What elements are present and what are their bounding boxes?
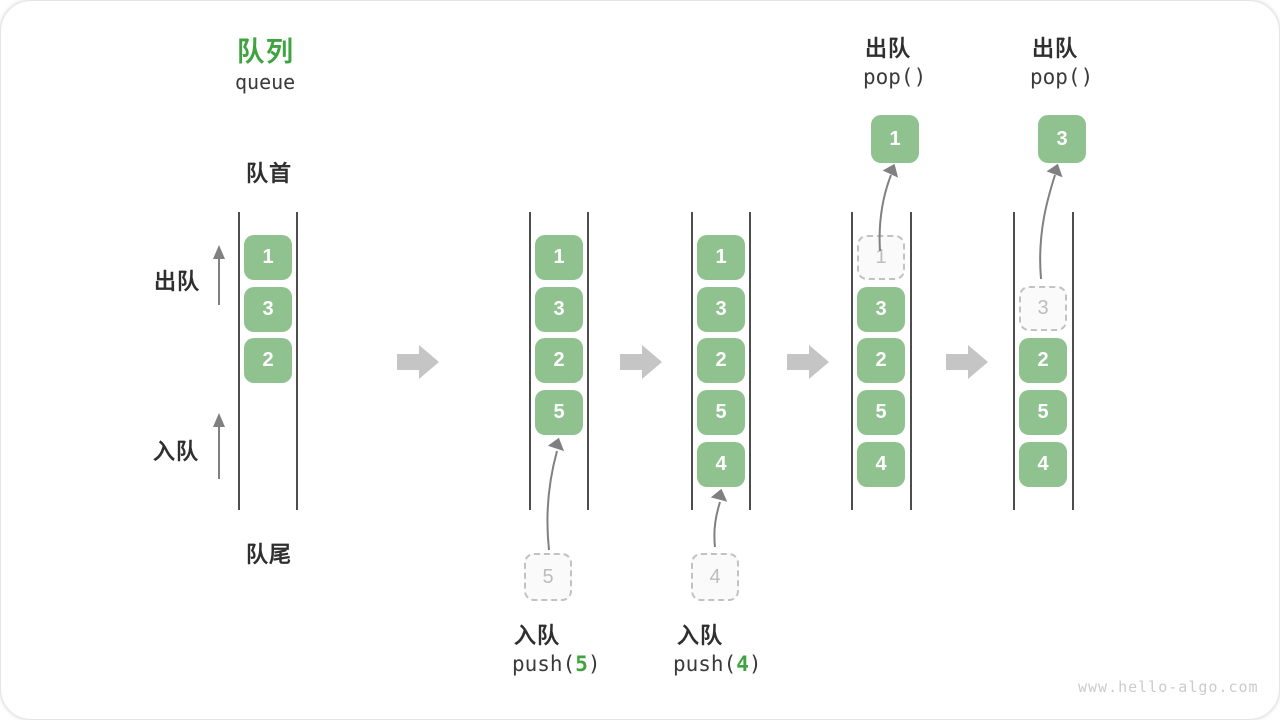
queue-element: 2 [535,338,583,383]
operation-code: push(4) [673,652,762,676]
dequeue-motion-arrow [878,163,899,252]
queue-wall-left [1013,212,1015,510]
queue-element: 3 [535,287,583,332]
queue-element: 1 [535,235,583,280]
operation-code: push(5) [512,652,601,676]
next-state-arrow [397,345,439,379]
page-subtitle: queue [235,70,296,94]
dequeue-direction-arrow [213,245,225,305]
queue-front-label: 队首 [246,161,293,186]
queue-element: 2 [1019,338,1067,383]
code-prefix: push( [673,652,737,676]
queue-wall-right [296,212,298,510]
page-title: 队列 [237,37,295,67]
operation-code: pop() [1030,65,1094,89]
queue-element: 1 [697,235,745,280]
queue-element: 1 [244,235,292,280]
queue-element: 3 [857,287,905,332]
queue-element: 5 [697,390,745,435]
removed-element-ghost: 1 [857,235,905,280]
dequeue-label: 出队 [154,269,201,294]
removed-element-ghost: 3 [1019,286,1067,331]
queue-element: 5 [857,390,905,435]
queue-wall-left [529,212,531,510]
queue-element: 2 [244,338,292,383]
dequeue-motion-arrow [1039,163,1063,280]
queue-rear-label: 队尾 [246,542,293,567]
next-state-arrow [787,345,829,379]
operation-code: pop() [863,65,927,89]
code-suffix: ) [748,652,762,676]
next-state-arrow [620,345,662,379]
queue-wall-right [749,212,751,510]
enqueue-motion-arrow [546,438,565,551]
watermark: www.hello-algo.com [1078,678,1259,696]
operation-label: 出队 [865,36,912,61]
queue-wall-left [851,212,853,510]
code-arg: 4 [736,652,749,676]
queue-element: 2 [697,338,745,383]
queue-element: 4 [697,442,745,487]
queue-wall-left [691,212,693,510]
enqueue-motion-arrow [710,489,728,548]
queue-element: 5 [535,390,583,435]
code-prefix: push( [512,652,576,676]
operation-label: 出队 [1032,36,1079,61]
queue-wall-right [910,212,912,510]
operation-label: 入队 [677,623,724,648]
queue-element: 3 [697,287,745,332]
queue-wall-left [238,212,240,510]
enqueue-direction-arrow [213,413,225,479]
pending-element: 5 [524,553,572,601]
next-state-arrow [946,345,988,379]
code-arg: 5 [575,652,588,676]
queue-element: 2 [857,338,905,383]
queue-element: 4 [1019,442,1067,487]
queue-wall-right [587,212,589,510]
queue-element: 4 [857,442,905,487]
popped-element: 1 [871,115,919,163]
operation-label: 入队 [514,623,561,648]
enqueue-label: 入队 [153,439,200,464]
queue-wall-right [1072,212,1074,510]
popped-element: 3 [1038,115,1086,163]
queue-element: 3 [244,287,292,332]
code-suffix: ) [587,652,601,676]
queue-element: 5 [1019,390,1067,435]
pending-element: 4 [691,553,739,601]
